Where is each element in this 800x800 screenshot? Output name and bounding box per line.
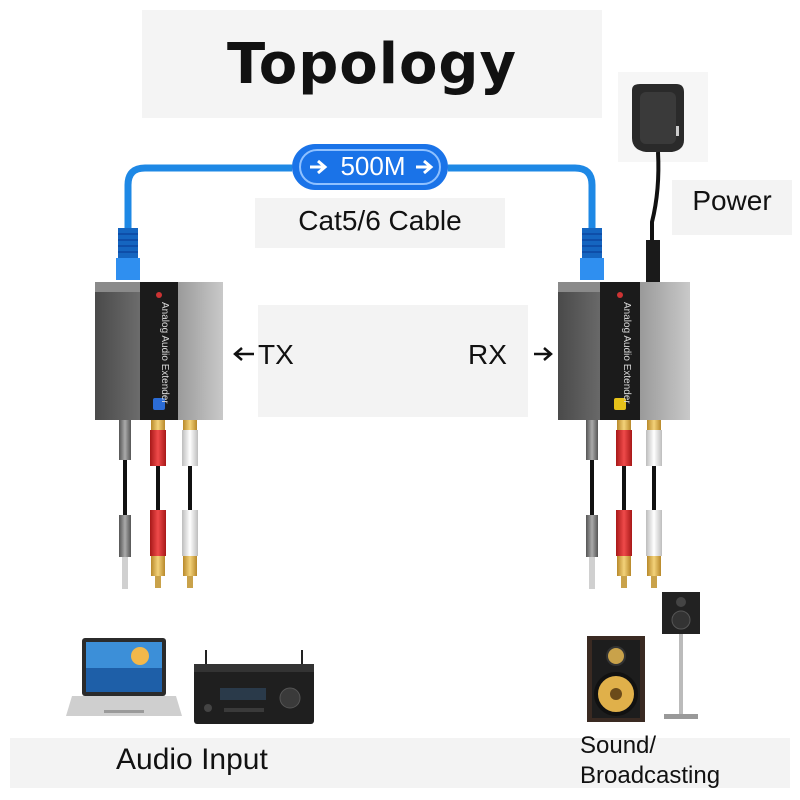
sound-label-line2: Broadcasting bbox=[580, 762, 721, 789]
power-adapter-icon bbox=[632, 84, 684, 292]
power-label-panel bbox=[672, 180, 792, 235]
cable-label: Cat5/6 Cable bbox=[298, 205, 462, 236]
rj45-plug-icon bbox=[116, 228, 140, 280]
distance-badge bbox=[292, 144, 448, 190]
av-receiver-icon bbox=[194, 650, 314, 724]
rx-label: RX bbox=[468, 339, 507, 370]
rj45-plug-icon bbox=[580, 228, 604, 280]
speaker-icon bbox=[662, 592, 700, 719]
rx-audio-cables bbox=[586, 420, 662, 589]
page-title: Topology bbox=[142, 10, 602, 118]
tx-label: TX bbox=[258, 339, 294, 370]
bottom-label-panel bbox=[10, 738, 790, 788]
tx-device: Analog Audio Extender bbox=[95, 282, 223, 420]
tx-device-label: Analog Audio Extender bbox=[159, 302, 170, 404]
distance-label: 500M bbox=[340, 151, 406, 181]
network-cable bbox=[124, 164, 596, 232]
cable-label-panel bbox=[255, 198, 505, 248]
audio-input-label: Audio Input bbox=[116, 743, 268, 776]
rx-device: Analog Audio Extender bbox=[558, 282, 690, 420]
rx-device-label: Analog Audio Extender bbox=[621, 302, 632, 404]
power-label: Power bbox=[692, 185, 772, 216]
laptop-icon bbox=[66, 638, 182, 716]
arrow-right-icon bbox=[534, 347, 553, 361]
tx-audio-cables bbox=[119, 420, 198, 589]
arrow-left-icon bbox=[233, 347, 254, 361]
sound-label-line1: Sound/ bbox=[580, 732, 657, 759]
arrow-right-icon bbox=[310, 159, 328, 175]
arrow-right-icon bbox=[416, 159, 434, 175]
center-label-panel bbox=[258, 305, 528, 417]
speaker-icon bbox=[587, 636, 645, 722]
